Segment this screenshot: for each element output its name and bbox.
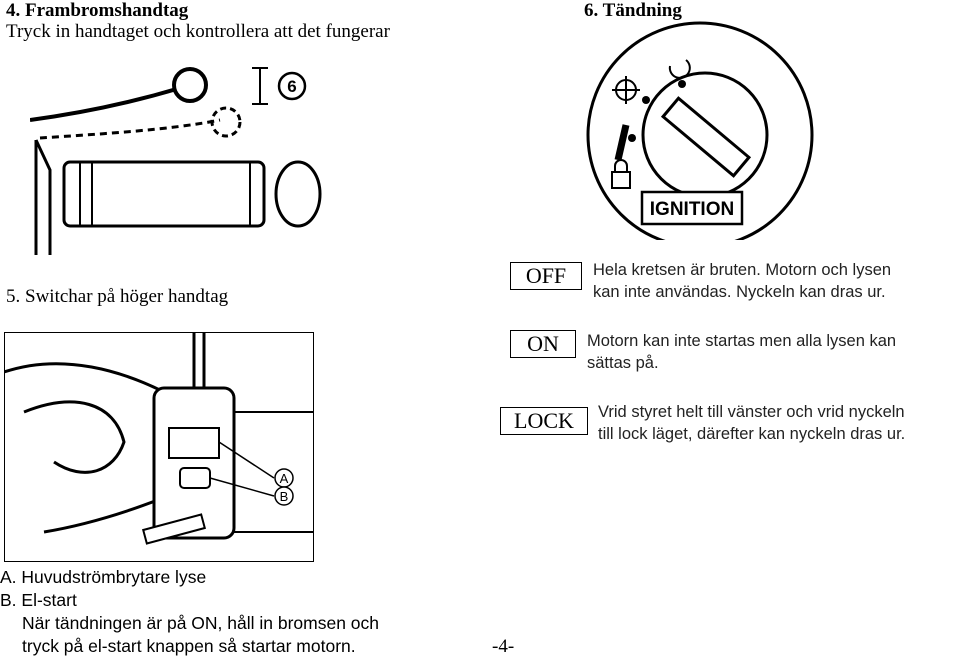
start-button: [179, 467, 211, 489]
mode-off-description: Hela kretsen är bruten. Motorn och lysen…: [593, 259, 891, 303]
page-number: -4-: [492, 636, 515, 657]
callout-6-label: 6: [287, 77, 296, 96]
brake-lever-knob: [172, 67, 208, 103]
callout-b-label: B: [280, 489, 289, 504]
mode-on-description: Motorn kan inte startas men alla lysen k…: [587, 330, 896, 374]
brake-lever-pressed: [39, 118, 221, 140]
mode-lock-line1: Vrid styret helt till vänster och vrid n…: [598, 403, 905, 421]
brake-lever-illustration: 6: [30, 67, 322, 255]
brake-lever-outline: [23, 400, 126, 474]
section4-heading: 4. Frambromshandtag: [6, 0, 189, 21]
lock-icon: [611, 171, 631, 189]
grip: [62, 160, 266, 228]
ignition-label: IGNITION: [650, 199, 734, 220]
callout-circle-6: [277, 71, 307, 101]
mode-on-line1: Motorn kan inte startas men alla lysen k…: [587, 332, 897, 350]
leader-a: [218, 441, 275, 479]
mode-off-line1: Hela kretsen är bruten. Motorn och lysen: [593, 261, 892, 279]
ignition-illustration: IGNITION: [586, 21, 814, 240]
ignition-label-plate: [640, 190, 744, 226]
section6-heading: 6. Tändning: [584, 0, 682, 21]
caption-b-line2: tryck på el-start knappen så startar mot…: [22, 636, 356, 656]
mode-lock-description: Vrid styret helt till vänster och vrid n…: [598, 401, 905, 445]
section4-text: Tryck in handtaget och kontrollera att d…: [6, 21, 390, 42]
lock-arrow: [614, 124, 630, 161]
handlebar-mount: [34, 139, 52, 255]
off-position-icon: [668, 59, 691, 79]
switch-illustration: A B: [4, 332, 314, 562]
caption-b-line1: När tändningen är på ON, håll in bromsen…: [22, 613, 380, 633]
caption-a: A. Huvudströmbrytare lyse: [0, 567, 207, 587]
mode-lock-line2: till lock läget, därefter kan nyckeln dr…: [598, 425, 906, 443]
mode-on-line2: sättas på.: [587, 354, 659, 372]
throttle-cable: [141, 513, 207, 545]
key-slot: [660, 96, 752, 178]
section5-heading: 5. Switchar på höger handtag: [6, 286, 229, 307]
brake-lever-arm: [30, 86, 181, 122]
callout-circle-b: [274, 486, 294, 506]
mode-lock-label: LOCK: [500, 407, 588, 435]
mode-off-label: OFF: [510, 262, 582, 290]
brake-lever-pressed-knob: [210, 106, 242, 138]
caption-b: B. El-start: [0, 590, 77, 610]
mode-off-line2: kan inte användas. Nyckeln kan dras ur.: [593, 283, 886, 301]
main-light-switch: [168, 427, 220, 459]
mode-on-label: ON: [510, 330, 576, 358]
grip-end: [274, 160, 322, 228]
callout-a-label: A: [280, 471, 289, 486]
leader-b: [209, 477, 275, 497]
